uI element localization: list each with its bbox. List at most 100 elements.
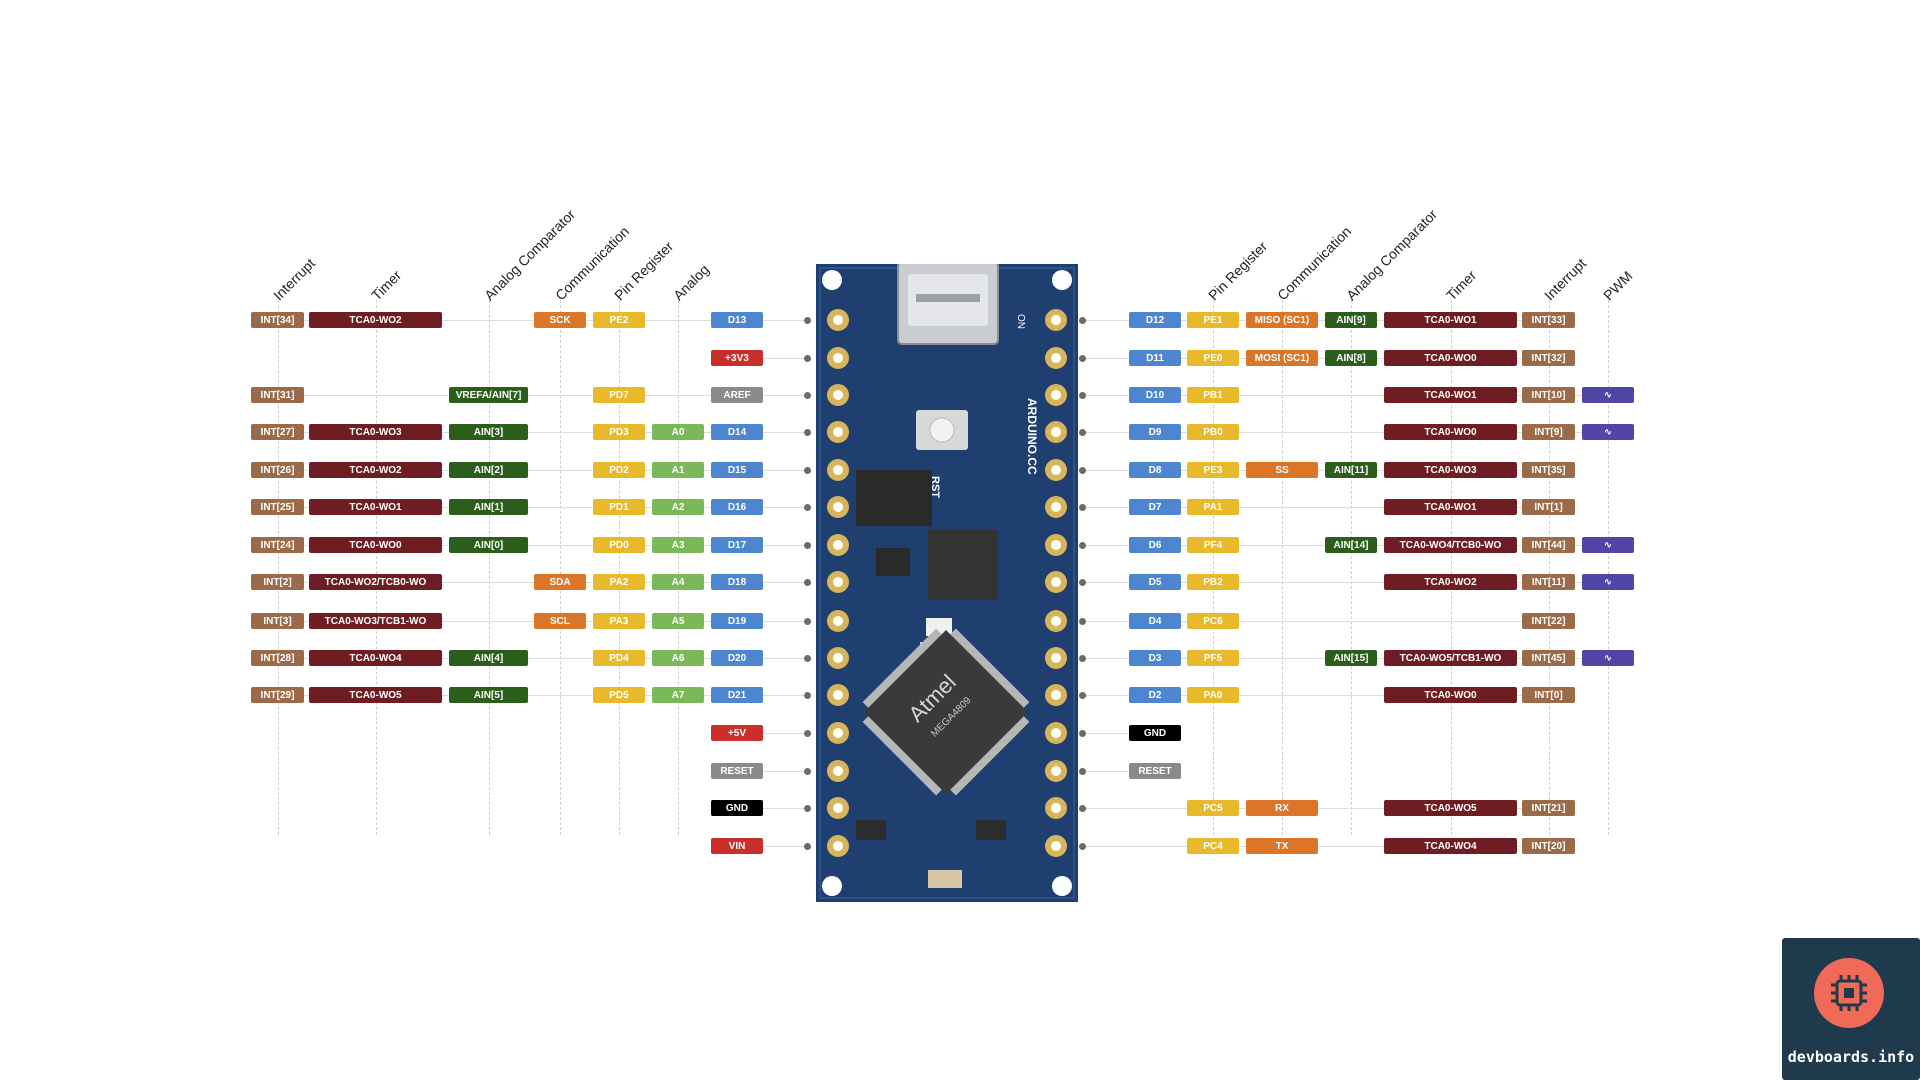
register-label: PF5: [1187, 650, 1239, 666]
column-guide: [560, 300, 561, 835]
register-label: PD2: [593, 462, 645, 478]
pin-connector-dot: [804, 843, 811, 850]
row-connector: [251, 582, 808, 583]
pin-label: D11: [1129, 350, 1181, 366]
comparator-label: AIN[5]: [449, 687, 528, 703]
header-hole-icon: [833, 502, 843, 512]
register-label: PE0: [1187, 350, 1239, 366]
pin-connector-dot: [1079, 392, 1086, 399]
pin-label: RESET: [1129, 763, 1181, 779]
column-guide: [619, 300, 620, 835]
pin-label: GND: [1129, 725, 1181, 741]
column-header: Pin Register: [1205, 238, 1271, 304]
pin-label: RESET: [711, 763, 763, 779]
pin-connector-dot: [804, 392, 811, 399]
column-header: Interrupt: [1540, 255, 1589, 304]
pin-connector-dot: [1079, 467, 1086, 474]
pin-label: D3: [1129, 650, 1181, 666]
timer-label: TCA0-WO2: [309, 312, 442, 328]
interrupt-label: INT[1]: [1522, 499, 1575, 515]
column-guide: [1608, 300, 1609, 835]
analog-label: A3: [652, 537, 704, 553]
timer-label: TCA0-WO1: [1384, 387, 1517, 403]
column-guide: [1213, 300, 1214, 835]
register-label: PE2: [593, 312, 645, 328]
header-hole-icon: [833, 728, 843, 738]
pin-label: AREF: [711, 387, 763, 403]
header-hole-icon: [833, 577, 843, 587]
register-label: PD5: [593, 687, 645, 703]
pin-connector-dot: [804, 429, 811, 436]
register-label: PF4: [1187, 537, 1239, 553]
header-hole-icon: [1051, 616, 1061, 626]
pwm-label: ∿: [1582, 574, 1634, 590]
pin-label: +3V3: [711, 350, 763, 366]
analog-label: A2: [652, 499, 704, 515]
pin-connector-dot: [1079, 542, 1086, 549]
register-label: PB0: [1187, 424, 1239, 440]
pin-label: D8: [1129, 462, 1181, 478]
row-connector: [251, 320, 808, 321]
analog-label: A1: [652, 462, 704, 478]
timer-label: TCA0-WO1: [309, 499, 442, 515]
timer-label: TCA0-WO0: [1384, 687, 1517, 703]
timer-label: TCA0-WO4: [1384, 838, 1517, 854]
pin-connector-dot: [804, 317, 811, 324]
column-guide: [277, 300, 279, 835]
pin-label: D13: [711, 312, 763, 328]
register-label: PA1: [1187, 499, 1239, 515]
communication-label: RX: [1246, 800, 1318, 816]
row-connector: [251, 432, 808, 433]
pwm-label: ∿: [1582, 387, 1634, 403]
communication-label: SS: [1246, 462, 1318, 478]
pin-label: D17: [711, 537, 763, 553]
pin-connector-dot: [1079, 618, 1086, 625]
column-guide: [1282, 300, 1283, 835]
column-guide: [1548, 300, 1550, 835]
header-hole-icon: [833, 653, 843, 663]
row-connector: [251, 395, 808, 396]
devboards-logo: devboards.info: [1782, 938, 1920, 1080]
column-header: Analog: [670, 261, 713, 304]
header-hole-icon: [1051, 690, 1061, 700]
analog-label: A6: [652, 650, 704, 666]
interrupt-label: INT[21]: [1522, 800, 1575, 816]
comparator-label: AIN[9]: [1325, 312, 1377, 328]
interrupt-label: INT[27]: [251, 424, 304, 440]
pwm-label: ∿: [1582, 537, 1634, 553]
row-connector: [251, 695, 808, 696]
row-connector: [1082, 695, 1575, 696]
interrupt-label: INT[34]: [251, 312, 304, 328]
pin-connector-dot: [804, 730, 811, 737]
column-header: Interrupt: [269, 255, 318, 304]
header-hole-icon: [833, 390, 843, 400]
interrupt-label: INT[35]: [1522, 462, 1575, 478]
pin-label: +5V: [711, 725, 763, 741]
analog-label: A5: [652, 613, 704, 629]
arduino-nano-every-board: Atmel MEGA4809 ARDUINO.CC ON RST: [816, 264, 1078, 902]
row-connector: [1082, 582, 1634, 583]
header-hole-icon: [833, 353, 843, 363]
interrupt-label: INT[28]: [251, 650, 304, 666]
header-hole-icon: [1051, 728, 1061, 738]
interrupt-label: INT[2]: [251, 574, 304, 590]
register-label: PB1: [1187, 387, 1239, 403]
timer-label: TCA0-WO3: [1384, 462, 1517, 478]
header-hole-icon: [833, 315, 843, 325]
pwm-label: ∿: [1582, 424, 1634, 440]
row-connector: [251, 545, 808, 546]
register-label: PB2: [1187, 574, 1239, 590]
column-header: Timer: [367, 267, 404, 304]
pin-connector-dot: [1079, 355, 1086, 362]
pin-label: D18: [711, 574, 763, 590]
interrupt-label: INT[24]: [251, 537, 304, 553]
silk-rst-text: RST: [929, 476, 941, 498]
comparator-label: AIN[11]: [1325, 462, 1377, 478]
interrupt-label: INT[26]: [251, 462, 304, 478]
header-hole-icon: [833, 766, 843, 776]
interrupt-label: INT[44]: [1522, 537, 1575, 553]
interrupt-label: INT[22]: [1522, 613, 1575, 629]
interrupt-label: INT[9]: [1522, 424, 1575, 440]
comparator-label: AIN[2]: [449, 462, 528, 478]
